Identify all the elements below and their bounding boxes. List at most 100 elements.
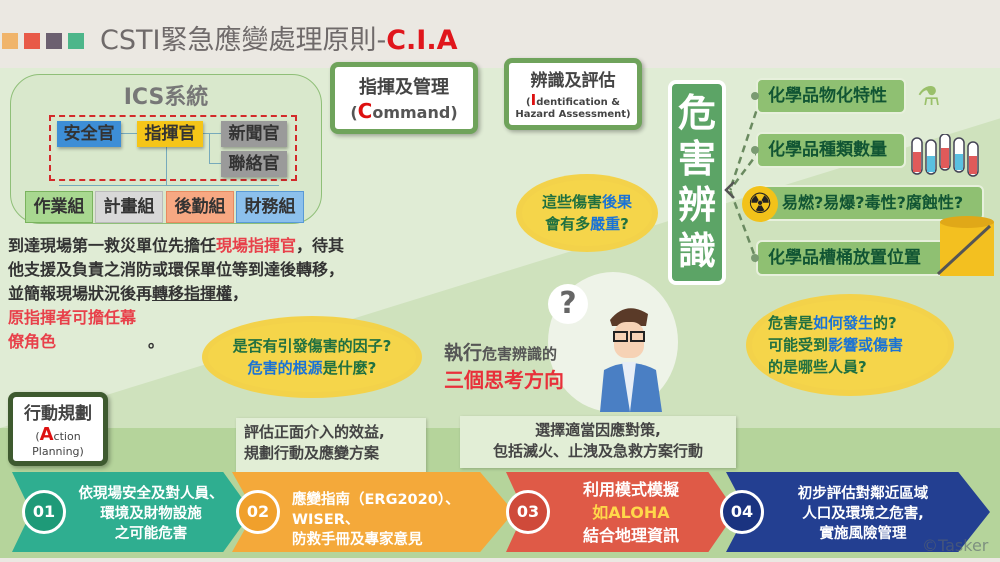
- officer-commander: 指揮官: [137, 121, 203, 147]
- title-accent: C.I.A: [386, 25, 458, 56]
- cloud-text: 的?: [873, 314, 897, 332]
- cloud-highlight: 嚴重: [590, 215, 621, 233]
- step-arrow-04: [726, 472, 990, 552]
- paren: ): [450, 103, 458, 122]
- command-label: 指揮及管理 (Command): [330, 62, 478, 134]
- callout-evaluate: 評估正面介入的效益,規劃行動及應變方案: [236, 418, 426, 476]
- cloud-text: 會有多: [545, 215, 591, 233]
- thought-cloud-how: 危害是如何發生的? 可能受到影響或傷害 的是哪些人員?: [752, 300, 948, 390]
- step-line: 防救手冊及專家意見: [292, 532, 423, 548]
- officer-press: 新聞官: [221, 121, 287, 147]
- step-line: 結合地理資訊: [582, 526, 679, 545]
- step-line: 環境及財物設施: [100, 506, 202, 522]
- center-caption: 執行危害辨識的: [444, 338, 557, 365]
- cloud-text: 是否有引發傷害的因子?: [232, 337, 392, 355]
- step-text-02: 應變指南（ERG2020）、 WISER、防救手冊及專家意見: [292, 490, 492, 550]
- identify-title: 辨識及評估: [530, 71, 616, 91]
- command-title: 指揮及管理: [359, 77, 449, 98]
- watermark-text: Tasker: [938, 536, 989, 555]
- callout-text: 選擇適當因應對策,: [535, 421, 661, 439]
- cloud-text: 可能受到: [768, 336, 829, 354]
- cloud-highlight: 如何發生: [813, 314, 874, 332]
- page-title: CSTI緊急應變處理原則-C.I.A: [100, 18, 457, 57]
- command-letter: C: [357, 99, 373, 123]
- group-finance: 財務組: [236, 191, 304, 223]
- group-planning: 計畫組: [95, 191, 163, 223]
- identify-letter: I: [530, 91, 537, 109]
- paren: (: [526, 97, 531, 108]
- desc-highlight: 現場指揮官: [216, 236, 297, 255]
- step-text-04: 初步評估對鄰近區域人口及環境之危害,實施風險管理: [778, 484, 948, 544]
- desc-text: ，待其他支援及負責之消防或環保單位等到達後轉移，並簡報現場狀況後再: [8, 236, 345, 303]
- caption-text: 危害辨識的: [482, 345, 558, 363]
- action-word2: Planning): [32, 445, 84, 458]
- hazard-item-properties: 化學品物化特性: [756, 78, 906, 114]
- step-line: 實施風險管理: [819, 526, 907, 542]
- command-description: 到達現場第一救災單位先擔任現場指揮官，待其他支援及負責之消防或環保單位等到達後轉…: [8, 234, 348, 354]
- officer-safety: 安全官: [57, 121, 121, 147]
- command-word: ommand: [372, 103, 451, 122]
- cloud-highlight: 後果: [602, 193, 633, 211]
- cloud-text: 的是哪些人員?: [768, 358, 867, 376]
- center-caption-highlight: 三個思考方向: [444, 368, 564, 392]
- step-number: 01: [22, 490, 66, 534]
- step-line: 依現場安全及對人員、: [78, 486, 224, 502]
- hazard-item-quantity: 化學品種類數量: [756, 132, 906, 168]
- dashed-connectors: [724, 99, 762, 271]
- step-text-01: 依現場安全及對人員、環境及財物設施之可能危害: [66, 484, 236, 544]
- bullet-dot: [751, 146, 759, 154]
- flask-icon: ⚗: [917, 82, 941, 112]
- step-number: 03: [506, 490, 550, 534]
- step-line-highlight: 如ALOHA: [592, 503, 670, 522]
- cloud-text: ?: [620, 215, 629, 233]
- step-line: 應變指南（ERG2020）、: [292, 492, 460, 508]
- desc-highlight: 原指揮者可擔任幕僚角色: [8, 308, 137, 351]
- storage-tank-icon: [936, 216, 994, 276]
- callout-text: 規劃行動及應變方案: [244, 444, 380, 462]
- thought-cloud-consequence: 這些傷害後果 會有多嚴重?: [522, 180, 652, 246]
- identify-label: 辨識及評估 (Identification & Hazard Assessmen…: [504, 58, 642, 130]
- hazard-identification-label: 危害辨識: [668, 80, 726, 285]
- cloud-highlight: 危害的根源: [247, 359, 323, 377]
- action-letter: A: [39, 424, 54, 445]
- step-text-03: 利用模式模擬如ALOHA 結合地理資訊: [556, 478, 706, 547]
- radiation-icon: ☢: [742, 186, 778, 222]
- ics-diagram: ICS系統 安全官 指揮官 新聞官 聯絡官 作業組 計畫組 後勤組 財務組: [10, 74, 322, 224]
- step-line: 利用模式模擬: [582, 480, 679, 499]
- step-number: 02: [236, 490, 280, 534]
- decor-square: [68, 33, 84, 49]
- decor-square: [2, 33, 18, 49]
- bullet-dot: [751, 254, 759, 262]
- title-text: CSTI緊急應變處理原則-: [100, 25, 387, 56]
- step-number: 04: [720, 490, 764, 534]
- connector: [209, 133, 210, 163]
- group-operations: 作業組: [25, 191, 93, 223]
- connector: [201, 133, 223, 134]
- hazard-label-text: 危害辨識: [677, 91, 716, 273]
- paren: (: [35, 430, 40, 443]
- cloud-text: 這些傷害: [541, 193, 602, 211]
- hazard-item-location: 化學品槽桶放置位置: [756, 240, 946, 276]
- callout-countermeasures: 選擇適當因應對策,包括滅火、止洩及急救方案行動: [460, 416, 736, 468]
- action-label: 行動規劃 (Action Planning): [8, 392, 108, 466]
- paren: (: [350, 103, 358, 122]
- desc-text: 。: [148, 332, 165, 351]
- hazard-item-characteristics: 易燃?易爆?毒性?腐蝕性?: [752, 185, 984, 221]
- cloud-text: 危害是: [768, 314, 814, 332]
- ics-title: ICS系統: [123, 85, 209, 110]
- officer-liaison: 聯絡官: [221, 151, 287, 177]
- desc-text: ，: [232, 284, 249, 303]
- action-word: ction: [53, 430, 81, 443]
- connector: [59, 185, 279, 186]
- identify-word2: Hazard Assessment): [515, 109, 631, 120]
- test-tubes-icon: [911, 134, 979, 177]
- decor-square: [46, 33, 62, 49]
- desc-text: 到達現場第一救災單位先擔任: [8, 236, 217, 255]
- connector: [119, 133, 149, 134]
- cloud-text: 是什麼?: [322, 359, 377, 377]
- caption-text: 執行: [444, 342, 483, 364]
- step-line: 人口及環境之危害,: [802, 506, 924, 522]
- bullet-dot: [751, 92, 759, 100]
- cloud-highlight: 影響或傷害: [828, 336, 904, 354]
- step-line: WISER、: [292, 512, 360, 528]
